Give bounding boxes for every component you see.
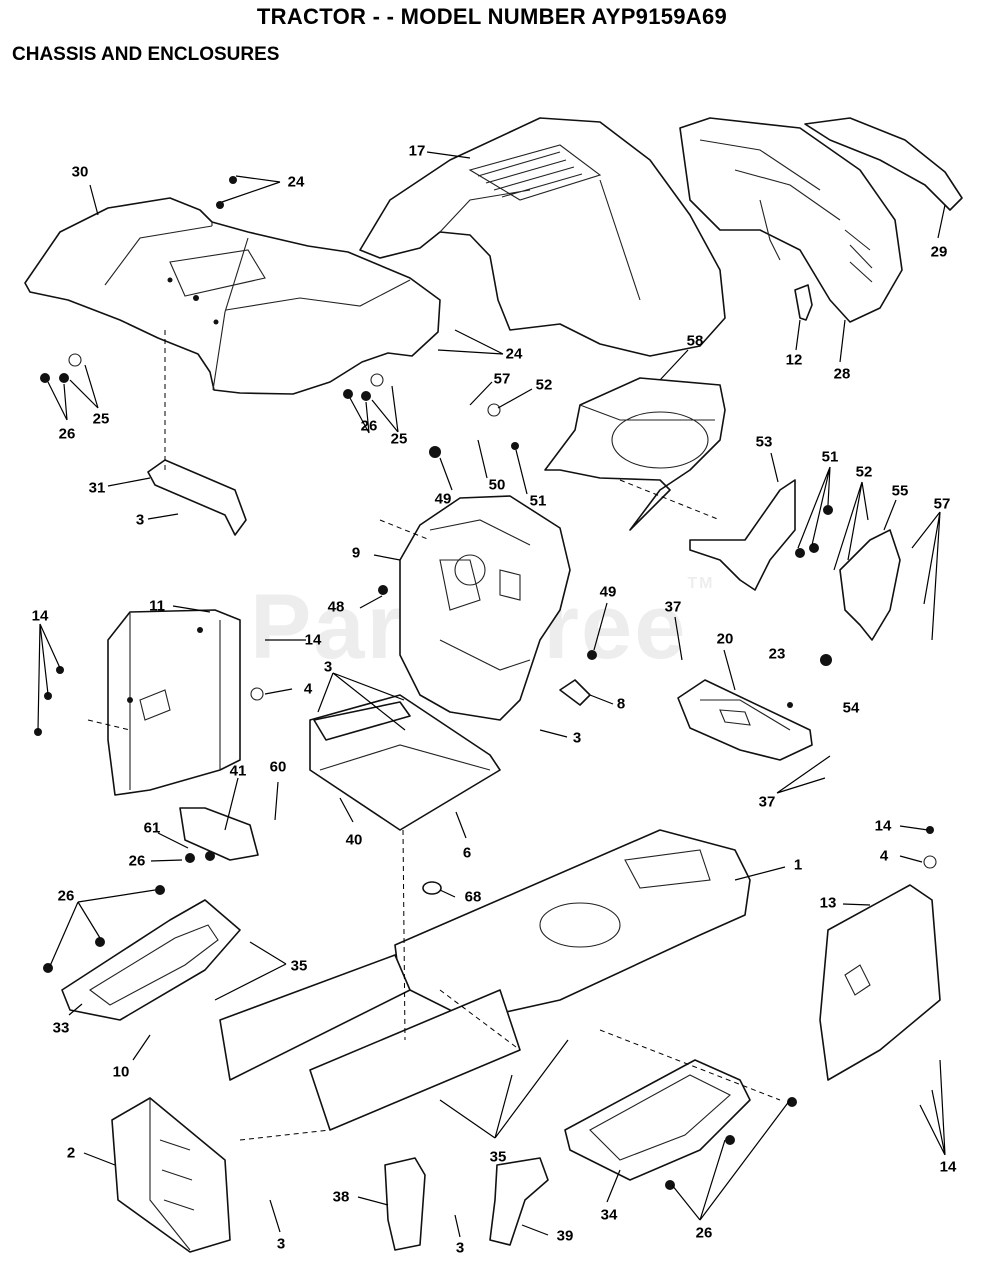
callout-51[interactable]: 51 xyxy=(529,492,547,510)
callout-48[interactable]: 48 xyxy=(327,598,345,616)
part-39-bracket[interactable] xyxy=(489,1157,549,1246)
callout-58[interactable]: 58 xyxy=(686,332,704,350)
part-8-clip[interactable] xyxy=(559,679,591,706)
callout-49[interactable]: 49 xyxy=(434,490,452,508)
part-34-footrest[interactable] xyxy=(564,1059,751,1181)
callout-57[interactable]: 57 xyxy=(493,370,511,388)
callout-23[interactable]: 23 xyxy=(768,645,786,663)
callout-33[interactable]: 33 xyxy=(52,1019,70,1037)
callout-40[interactable]: 40 xyxy=(345,831,363,849)
part-33-footrest[interactable] xyxy=(61,899,241,1021)
callout-61[interactable]: 61 xyxy=(143,819,161,837)
callout-3[interactable]: 3 xyxy=(572,729,582,747)
hardware xyxy=(34,176,937,1190)
callout-6[interactable]: 6 xyxy=(462,844,472,862)
callout-14[interactable]: 14 xyxy=(874,817,892,835)
part-9-dash-housing[interactable] xyxy=(399,495,571,721)
part-31-bracket[interactable] xyxy=(147,459,247,536)
callout-35[interactable]: 35 xyxy=(489,1148,507,1166)
callout-11[interactable]: 11 xyxy=(149,597,165,615)
callout-52[interactable]: 52 xyxy=(535,376,553,394)
diagram-title: TRACTOR - - MODEL NUMBER AYP9159A69 xyxy=(256,4,728,29)
part-41-bracket[interactable] xyxy=(179,807,259,861)
callout-4[interactable]: 4 xyxy=(303,680,313,698)
callout-8[interactable]: 8 xyxy=(616,695,626,713)
callout-3[interactable]: 3 xyxy=(323,658,333,676)
callout-68[interactable]: 68 xyxy=(464,888,482,906)
callout-26[interactable]: 26 xyxy=(57,887,75,905)
callout-53[interactable]: 53 xyxy=(755,433,773,451)
callout-31[interactable]: 31 xyxy=(88,479,106,497)
callout-4[interactable]: 4 xyxy=(879,847,889,865)
callout-52[interactable]: 52 xyxy=(855,463,873,481)
part-53-brace[interactable] xyxy=(689,479,796,591)
callout-57[interactable]: 57 xyxy=(933,495,951,513)
callout-26[interactable]: 26 xyxy=(695,1224,713,1242)
callout-37[interactable]: 37 xyxy=(664,598,682,616)
callout-37[interactable]: 37 xyxy=(758,793,776,811)
part-55-brace[interactable] xyxy=(839,529,901,641)
callout-55[interactable]: 55 xyxy=(891,482,909,500)
callout-3[interactable]: 3 xyxy=(455,1239,465,1257)
diagram-subtitle: CHASSIS AND ENCLOSURES xyxy=(12,44,280,65)
leader-lines xyxy=(37,151,946,1238)
callout-38[interactable]: 38 xyxy=(332,1188,350,1206)
callout-24[interactable]: 24 xyxy=(287,173,305,191)
part-12-bracket[interactable] xyxy=(794,284,813,321)
callout-50[interactable]: 50 xyxy=(488,476,506,494)
callout-39[interactable]: 39 xyxy=(556,1227,574,1245)
callout-14[interactable]: 14 xyxy=(31,607,49,625)
callout-2[interactable]: 2 xyxy=(66,1144,76,1162)
callout-35[interactable]: 35 xyxy=(290,957,308,975)
callout-30[interactable]: 30 xyxy=(71,163,89,181)
callout-24[interactable]: 24 xyxy=(505,345,523,363)
part-38-bracket[interactable] xyxy=(384,1157,426,1251)
callout-25[interactable]: 25 xyxy=(390,430,408,448)
part-11-left-panel[interactable] xyxy=(107,609,241,796)
part-68-plug[interactable] xyxy=(422,881,442,895)
assembly-lines xyxy=(87,330,781,1141)
callout-54[interactable]: 54 xyxy=(842,699,860,717)
callout-25[interactable]: 25 xyxy=(92,410,110,428)
callout-14[interactable]: 14 xyxy=(939,1158,957,1176)
callout-60[interactable]: 60 xyxy=(269,758,287,776)
part-58-dash-panel[interactable] xyxy=(544,377,726,531)
callout-12[interactable]: 12 xyxy=(785,351,803,369)
callout-1[interactable]: 1 xyxy=(793,856,803,874)
callout-14[interactable]: 14 xyxy=(304,631,322,649)
callout-3[interactable]: 3 xyxy=(276,1235,286,1253)
part-13-right-panel[interactable] xyxy=(819,884,941,1081)
callout-41[interactable]: 41 xyxy=(229,762,247,780)
callout-51[interactable]: 51 xyxy=(821,448,839,466)
callout-13[interactable]: 13 xyxy=(819,894,837,912)
callout-20[interactable]: 20 xyxy=(716,630,734,648)
callout-9[interactable]: 9 xyxy=(351,544,361,562)
callout-34[interactable]: 34 xyxy=(600,1206,618,1224)
callout-17[interactable]: 17 xyxy=(408,142,426,160)
part-17-hood[interactable] xyxy=(359,117,726,357)
part-2-panel[interactable] xyxy=(111,1097,231,1253)
callout-10[interactable]: 10 xyxy=(112,1063,130,1081)
part-20-plate[interactable] xyxy=(677,679,813,761)
part-29-nose[interactable] xyxy=(679,117,963,323)
callout-26[interactable]: 26 xyxy=(360,417,378,435)
callout-26[interactable]: 26 xyxy=(58,425,76,443)
callout-28[interactable]: 28 xyxy=(833,365,851,383)
part-1-main-frame[interactable] xyxy=(219,829,751,1131)
callout-26[interactable]: 26 xyxy=(128,852,146,870)
callout-49[interactable]: 49 xyxy=(599,583,617,601)
part-6-floor-plate[interactable] xyxy=(309,694,501,831)
callout-29[interactable]: 29 xyxy=(930,243,948,261)
callout-3[interactable]: 3 xyxy=(135,511,145,529)
